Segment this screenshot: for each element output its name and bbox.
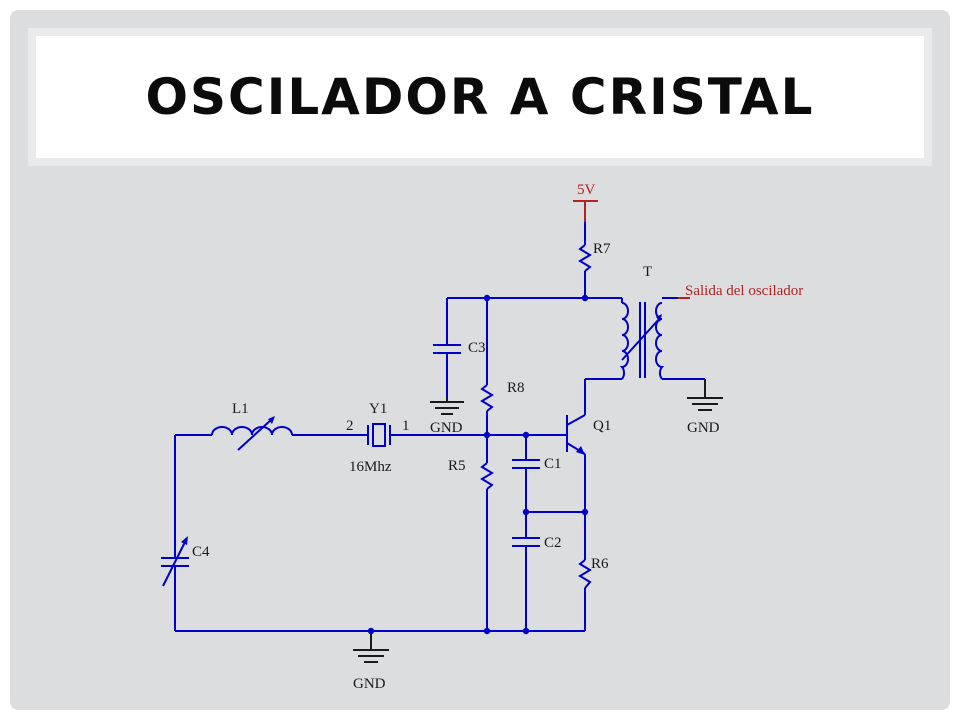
- transformer-label: T: [643, 264, 652, 280]
- resistor-r8: R8: [480, 298, 525, 435]
- slide-title: OSCILADOR A CRISTAL: [145, 68, 815, 126]
- q1-label: Q1: [593, 418, 611, 434]
- resistor-r6: R6: [578, 512, 609, 631]
- crystal-y1: Y1 2 1 16Mhz: [346, 401, 410, 475]
- junctions: [367, 294, 589, 635]
- gnd-label-bottom: GND: [353, 676, 386, 692]
- resistor-r7: R7: [578, 222, 611, 298]
- y1-label: Y1: [369, 401, 387, 417]
- y1-frequency: 16Mhz: [349, 459, 392, 475]
- supply-label: 5V: [577, 182, 596, 198]
- title-box: OSCILADOR A CRISTAL: [28, 28, 932, 166]
- gnd-label-c3: GND: [430, 420, 463, 436]
- capacitor-c3: C3 GND: [430, 298, 486, 436]
- capacitor-c1: C1: [512, 435, 562, 512]
- transistor-q1: Q1: [566, 379, 611, 512]
- y1-pin2: 2: [346, 418, 354, 434]
- supply-5v: 5V: [573, 182, 598, 222]
- c1-label: C1: [544, 456, 562, 472]
- transformer-t: T Salida del oscilador: [585, 264, 803, 380]
- r7-label: R7: [593, 241, 611, 257]
- capacitor-c4: C4: [161, 435, 210, 631]
- r5-label: R5: [448, 458, 466, 474]
- output-label: Salida del oscilador: [685, 283, 803, 299]
- y1-pin1: 1: [402, 418, 410, 434]
- resistor-r5: R5: [448, 435, 494, 631]
- inductor-l1: L1: [175, 401, 362, 451]
- r8-label: R8: [507, 380, 525, 396]
- r6-label: R6: [591, 556, 609, 572]
- gnd-label-right: GND: [687, 420, 720, 436]
- c2-label: C2: [544, 535, 562, 551]
- l1-label: L1: [232, 401, 249, 417]
- gnd-transformer: GND: [687, 379, 723, 436]
- capacitor-c2: C2: [512, 512, 562, 631]
- c3-label: C3: [468, 340, 486, 356]
- gnd-bottom: GND: [353, 631, 389, 692]
- c4-label: C4: [192, 544, 210, 560]
